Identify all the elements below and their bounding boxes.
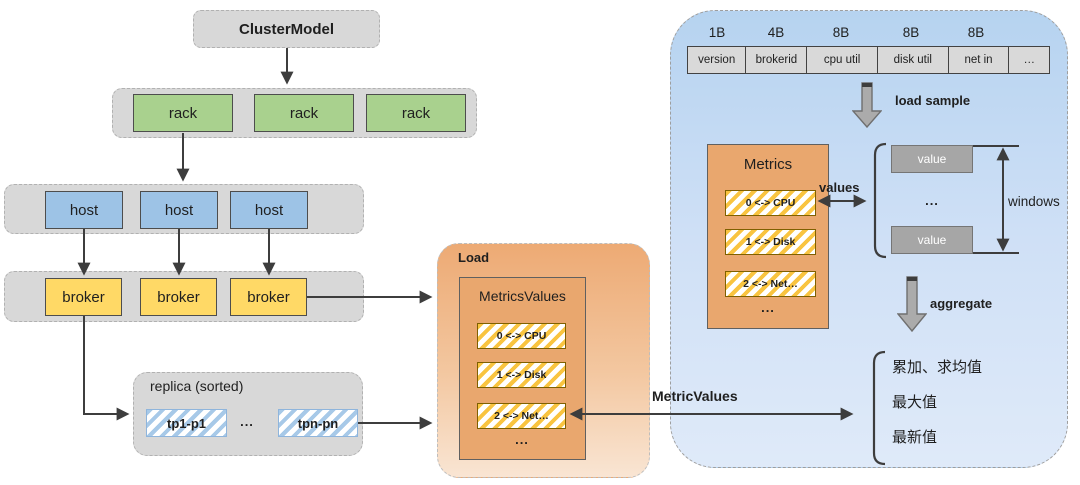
replica-item-label: tpn-pn	[297, 415, 339, 431]
windows-bracket-icon	[873, 142, 887, 259]
metrics-row-disk: 1 <-> Disk	[725, 229, 816, 255]
host-node-1: host	[45, 191, 123, 229]
windows-label: windows	[1008, 194, 1060, 209]
metrics-ellipsis: ...	[761, 299, 775, 315]
aggregation-item-latest: 最新值	[892, 429, 938, 446]
metrics-values-ellipsis: ...	[515, 431, 529, 447]
replica-title: replica (sorted)	[150, 378, 244, 394]
metrics-row-cpu: 0 <-> CPU	[725, 190, 816, 216]
load-panel-title: Load	[458, 250, 490, 265]
row-label: 2 <-> Net…	[494, 410, 549, 422]
rack-label: rack	[401, 104, 431, 122]
rack-label: rack	[168, 104, 198, 122]
cluster-model-label: ClusterModel	[238, 20, 334, 38]
cell-text: brokerid	[755, 54, 798, 66]
aggregation-item-sum-avg: 累加、求均值	[892, 359, 983, 376]
metrics-values-row-disk: 1 <-> Disk	[477, 362, 566, 388]
row-label: 0 <-> CPU	[496, 330, 547, 342]
metrics-title-text: Metrics	[743, 155, 793, 173]
metrics-values-row-net: 2 <-> Net…	[477, 403, 566, 429]
record-field-cpu-util: cpu util	[806, 46, 879, 74]
record-field-version: version	[686, 46, 747, 74]
cell-text: net in	[964, 54, 993, 66]
record-field-net-in: net in	[947, 46, 1010, 74]
broker-node-2: broker	[140, 278, 217, 316]
host-node-3: host	[230, 191, 308, 229]
window-value-box-top: value	[891, 145, 973, 173]
cell-text: disk util	[893, 54, 932, 66]
broker-label: broker	[247, 288, 290, 306]
values-label: values	[819, 180, 860, 195]
metrics-values-title-text: MetricsValues	[479, 288, 566, 304]
metric-values-arrow-label: MetricValues	[652, 388, 738, 404]
value-label: value	[917, 152, 947, 166]
cell-text: version	[698, 54, 736, 66]
cell-text: cpu util	[823, 54, 861, 66]
metrics-row-net: 2 <-> Net…	[725, 271, 816, 297]
size-label: 8B	[967, 25, 985, 40]
cluster-model-node: ClusterModel	[193, 10, 380, 48]
row-label: 1 <-> Disk	[496, 369, 547, 381]
size-label: 8B	[832, 25, 850, 40]
row-label: 0 <-> CPU	[745, 197, 796, 209]
host-label: host	[254, 201, 284, 219]
aggregations-bracket-icon	[872, 350, 886, 466]
row-label: 2 <-> Net…	[743, 278, 798, 290]
rack-node-1: rack	[133, 94, 233, 132]
size-label: 4B	[767, 25, 785, 40]
size-label: 8B	[902, 25, 920, 40]
aggregate-block-arrow-icon	[897, 276, 927, 333]
window-value-box-bottom: value	[891, 226, 973, 254]
rack-node-2: rack	[254, 94, 354, 132]
record-table: version brokerid cpu util disk util net …	[686, 46, 1051, 74]
cell-text: …	[1023, 54, 1035, 66]
rack-node-3: rack	[366, 94, 466, 132]
broker-node-1: broker	[45, 278, 122, 316]
rack-label: rack	[289, 104, 319, 122]
metrics-values-row-cpu: 0 <-> CPU	[477, 323, 566, 349]
load-sample-block-arrow-icon	[852, 82, 882, 129]
replica-item-tpn-pn: tpn-pn	[278, 409, 358, 437]
size-label: 1B	[708, 25, 726, 40]
host-node-2: host	[140, 191, 218, 229]
replica-ellipsis: ...	[240, 413, 254, 429]
broker-node-3: broker	[230, 278, 307, 316]
record-field-brokerid: brokerid	[745, 46, 808, 74]
broker-label: broker	[157, 288, 200, 306]
replica-item-label: tp1-p1	[167, 415, 206, 431]
load-sample-label: load sample	[895, 93, 971, 108]
host-label: host	[164, 201, 194, 219]
host-label: host	[69, 201, 99, 219]
broker-label: broker	[62, 288, 105, 306]
aggregation-item-max: 最大值	[892, 394, 938, 411]
record-field-more: …	[1008, 46, 1051, 74]
record-field-disk-util: disk util	[876, 46, 949, 74]
replica-item-tp1-p1: tp1-p1	[146, 409, 227, 437]
record-sizes-row: 1B 4B 8B 8B 8B	[688, 25, 1006, 40]
row-label: 1 <-> Disk	[745, 236, 796, 248]
windows-ellipsis: ...	[925, 192, 939, 208]
value-label: value	[917, 233, 947, 247]
aggregate-label: aggregate	[930, 296, 993, 311]
metrics-title: Metrics	[707, 154, 829, 174]
metrics-values-title: MetricsValues	[459, 286, 586, 306]
